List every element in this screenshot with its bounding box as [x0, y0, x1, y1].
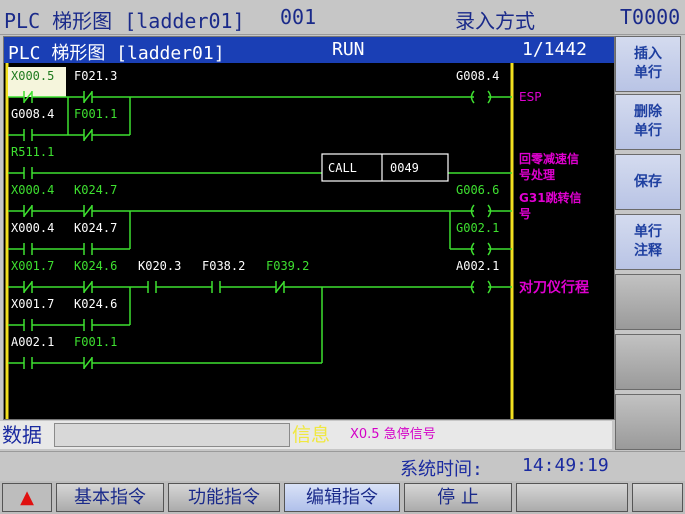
- info-label: 信息: [292, 424, 331, 446]
- operation-mode: 录入方式: [455, 9, 535, 33]
- coil-comment: 回零减速信: [519, 151, 579, 166]
- rung-7: [8, 287, 131, 331]
- system-status-row: 系统时间: 14:49:19: [0, 451, 685, 480]
- screen-title: PLC 梯形图 [ladder01]: [4, 9, 245, 33]
- rung-2: [8, 97, 131, 141]
- edit-instructions-key[interactable]: 编辑指令: [284, 483, 400, 512]
- ladder-header: PLC 梯形图 [ladder01] RUN 1/1442: [4, 37, 614, 64]
- coil-comment: G31跳转信: [519, 190, 582, 205]
- empty-fkey-6[interactable]: [516, 483, 628, 512]
- rung-4: [8, 204, 512, 218]
- contact-label: F001.1: [74, 335, 117, 349]
- page-up-key[interactable]: ▲: [2, 483, 52, 512]
- contact-label: X000.4: [11, 183, 54, 197]
- stop-key[interactable]: 停 止: [404, 483, 512, 512]
- delete-row-label-1: 删除: [634, 104, 662, 120]
- data-input-row: 数据 信息 X0.5 急停信号: [0, 421, 612, 449]
- contact-label: F039.2: [266, 259, 309, 273]
- contact-label: K024.6: [74, 259, 117, 273]
- ladder-canvas: X000.5 F021.3 G008.4 ESP G008.4 F001.1 R…: [5, 63, 589, 419]
- save-button[interactable]: 保存: [615, 154, 681, 210]
- basic-instructions-key[interactable]: 基本指令: [56, 483, 164, 512]
- system-time-label: 系统时间:: [400, 459, 483, 480]
- system-time-value: 14:49:19: [522, 455, 609, 476]
- rung-8: [8, 287, 323, 369]
- contact-label: F001.1: [74, 107, 117, 121]
- up-arrow-icon: ▲: [20, 487, 34, 508]
- coil-label: G002.1: [456, 221, 499, 235]
- row-comment-label-1: 单行: [634, 224, 662, 240]
- rung-6: [8, 280, 512, 294]
- delete-row-label-2: 单行: [634, 123, 662, 139]
- coil-comment: 号处理: [519, 167, 555, 182]
- rung-1: [8, 90, 512, 104]
- function-instructions-key[interactable]: 功能指令: [168, 483, 280, 512]
- insert-row-label-1: 插入: [634, 46, 662, 62]
- data-label: 数据: [2, 423, 42, 447]
- page-indicator: 1/1442: [522, 39, 588, 60]
- coil-comment: ESP: [519, 90, 541, 104]
- coil-label: G006.6: [456, 183, 499, 197]
- contact-label: F038.2: [202, 259, 245, 273]
- empty-softkey-6[interactable]: [615, 334, 681, 390]
- coil-label: G008.4: [456, 69, 499, 83]
- contact-label: R511.1: [11, 145, 54, 159]
- contact-label: X001.7: [11, 259, 54, 273]
- insert-row-label-2: 单行: [634, 65, 662, 81]
- tool-number: T0000: [620, 5, 681, 29]
- top-status-bar: PLC 梯形图 [ladder01] 001 录入方式 T0000: [0, 0, 685, 35]
- function-key-bar: ▲ 基本指令 功能指令 编辑指令 停 止: [0, 481, 685, 514]
- coil-comment: 号: [519, 206, 531, 221]
- call-instruction: CALL: [328, 161, 357, 175]
- info-message: X0.5 急停信号: [350, 427, 436, 442]
- contact-label: K024.7: [74, 221, 117, 235]
- contact-label: K024.7: [74, 183, 117, 197]
- data-input-field[interactable]: [54, 423, 290, 447]
- contact-label: F021.3: [74, 69, 117, 83]
- rung-5: [8, 211, 512, 256]
- cursor-highlight: [8, 67, 66, 97]
- insert-row-button[interactable]: 插入单行: [615, 36, 681, 92]
- empty-softkey-7[interactable]: [615, 394, 681, 450]
- empty-softkey-5[interactable]: [615, 274, 681, 330]
- row-comment-button[interactable]: 单行注释: [615, 214, 681, 270]
- call-argument: 0049: [390, 161, 419, 175]
- contact-label: X001.7: [11, 297, 54, 311]
- plc-run-state: RUN: [332, 39, 365, 60]
- contact-label: X000.4: [11, 221, 54, 235]
- delete-row-button[interactable]: 删除单行: [615, 94, 681, 150]
- contact-label: A002.1: [11, 335, 54, 349]
- contact-label: X000.5: [11, 69, 54, 83]
- contact-label: K020.3: [138, 259, 181, 273]
- ladder-diagram-panel[interactable]: PLC 梯形图 [ladder01] RUN 1/1442 X000.5 F02…: [3, 36, 615, 420]
- call-box: [321, 153, 449, 182]
- coil-label: A002.1: [456, 259, 499, 273]
- rung-3: [8, 167, 512, 179]
- contact-label: G008.4: [11, 107, 54, 121]
- contact-label: K024.6: [74, 297, 117, 311]
- ladder-title: PLC 梯形图 [ladder01]: [8, 43, 225, 64]
- save-label: 保存: [634, 173, 662, 190]
- row-comment-label-2: 注释: [634, 243, 662, 259]
- program-number: 001: [280, 5, 317, 29]
- coil-comment: 对刀仪行程: [519, 279, 589, 296]
- empty-fkey-7[interactable]: [632, 483, 683, 512]
